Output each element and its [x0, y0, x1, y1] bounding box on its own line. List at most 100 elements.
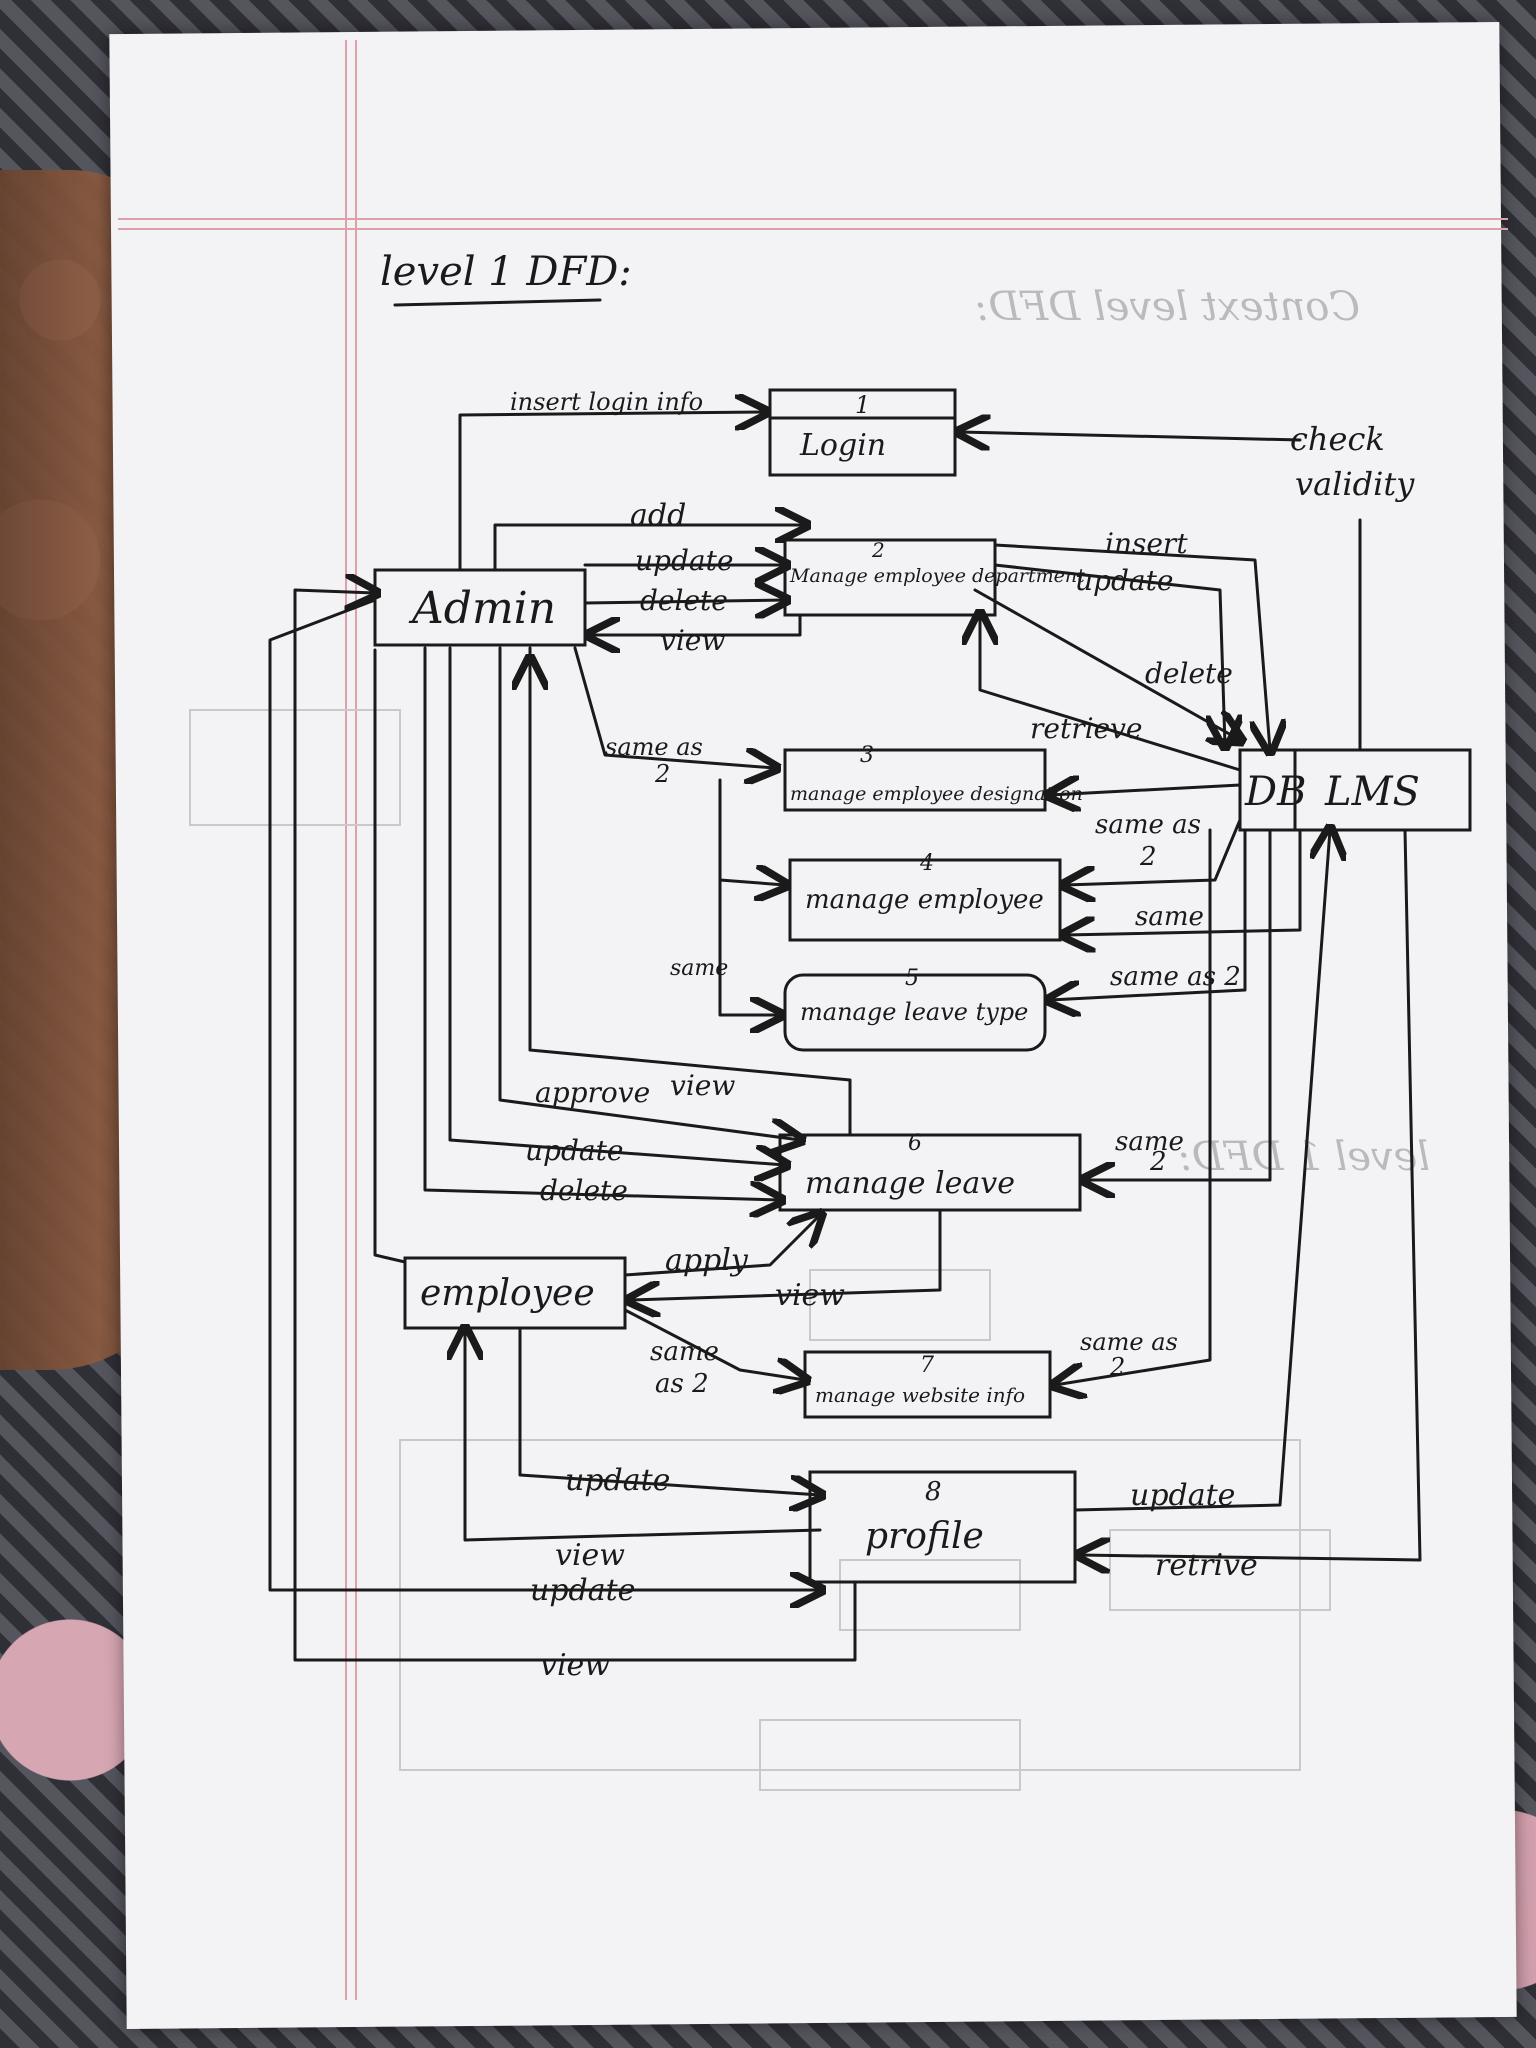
flow-label: view	[775, 1278, 845, 1313]
flow-label: 2	[1139, 842, 1157, 872]
flow-label: same	[1115, 1127, 1184, 1157]
flow-update-db8	[1073, 830, 1330, 1512]
flow-view	[590, 613, 802, 635]
datastore-name: LMS	[1324, 769, 1420, 815]
process-number: 5	[905, 966, 919, 991]
margin-rule	[345, 40, 347, 2000]
flow-label: update	[530, 1573, 635, 1608]
process-number: 6	[908, 1131, 922, 1156]
flow-label: delete	[1145, 657, 1233, 690]
process-number: 1	[855, 391, 870, 419]
flow-label: view	[670, 1069, 735, 1102]
flow-apply	[623, 1215, 820, 1277]
datastore-lms	[1238, 748, 1472, 832]
flow-label: same	[670, 956, 728, 981]
ghost-box	[399, 1439, 1301, 1771]
flow-label: view	[660, 624, 725, 657]
process-number: 2	[871, 538, 885, 562]
flow-db-website	[1055, 828, 1212, 1385]
process-label: profile	[865, 1516, 984, 1557]
flow-label: update	[635, 544, 733, 577]
header-rule	[118, 218, 1508, 220]
process-number: 8	[925, 1477, 942, 1507]
flow-add	[493, 525, 805, 572]
flow-label: 2	[654, 760, 670, 788]
flow-insert	[993, 543, 1270, 750]
flow-label: insert	[1105, 527, 1188, 560]
flow-delete-6	[423, 646, 780, 1200]
ghost-box	[759, 1719, 1021, 1791]
flow-view-8b	[293, 590, 857, 1662]
process-label: manage leave	[805, 1166, 1015, 1201]
flow-check-validity	[960, 432, 1362, 752]
flow-label: same as	[605, 733, 703, 761]
flow-label: same as	[1095, 810, 1201, 840]
ghost-box	[809, 1269, 991, 1341]
flow-label: add	[630, 498, 686, 533]
flow-insert-login	[458, 412, 765, 572]
flow-label: 2	[1149, 1147, 1167, 1177]
flow-view-6	[528, 646, 852, 1137]
flow-label: as 2	[655, 1369, 709, 1399]
flow-label: same as	[1080, 1328, 1178, 1356]
flow-label: retrieve	[1030, 712, 1143, 745]
flow-label: apply	[665, 1243, 749, 1278]
flow-label: update	[1130, 1478, 1235, 1513]
flow-label: same as 2	[1110, 962, 1241, 992]
flow-label: retrive	[1155, 1548, 1258, 1583]
flow-same	[718, 778, 780, 1015]
flow-label: check	[1290, 420, 1385, 458]
entity-admin-label: Admin	[408, 583, 556, 634]
flow-label: update	[565, 1463, 670, 1498]
flow-db-employee	[1065, 818, 1242, 885]
process-label: Manage employee department	[789, 565, 1085, 587]
flow-same-as-2	[573, 646, 775, 768]
flow-label: 2	[1109, 1353, 1125, 1381]
process-label: manage employee	[805, 885, 1044, 915]
flow-process4	[718, 880, 785, 885]
process-number: 4	[919, 851, 934, 876]
flow-update-8	[518, 1326, 820, 1495]
flow-db-designation	[1050, 785, 1242, 795]
flow-same-db	[1065, 828, 1302, 935]
process-label: Login	[799, 428, 886, 463]
flow-delete-db	[973, 588, 1240, 740]
process-number: 7	[920, 1353, 934, 1378]
flow-view-emp	[630, 1208, 942, 1300]
process-label: manage employee designation	[790, 783, 1083, 805]
entity-employee-label: employee	[420, 1273, 595, 1314]
flow-label: update	[525, 1134, 623, 1167]
flow-admin-employee	[373, 648, 407, 1264]
flow-view-8	[465, 1330, 822, 1542]
flow-label: approve	[535, 1076, 650, 1109]
title-underline	[393, 298, 602, 307]
flow-label: update	[1075, 564, 1173, 597]
flow-label: validity	[1295, 465, 1415, 503]
process-label: manage website info	[815, 1383, 1025, 1407]
ghost-context-title: Context level DFD:	[975, 284, 1360, 330]
flow-label: same	[1135, 902, 1204, 932]
flow-label: insert login info	[510, 388, 703, 416]
flow-label: delete	[640, 584, 728, 617]
flow-approve	[498, 646, 800, 1140]
flow-retrieve	[980, 615, 1242, 772]
process-profile	[808, 1470, 1077, 1584]
flow-label: view	[540, 1648, 610, 1683]
flow-update-8b	[268, 598, 820, 1590]
ghost-box	[839, 1559, 1021, 1631]
process-label: manage leave type	[800, 998, 1028, 1026]
flow-update-db	[993, 563, 1225, 745]
diagram-title: level 1 DFD:	[380, 249, 632, 295]
datastore-db: DB	[1244, 769, 1306, 815]
header-rule	[118, 228, 1508, 230]
flow-update-6	[448, 646, 785, 1165]
process-number: 3	[860, 743, 874, 768]
flow-label: delete	[540, 1174, 628, 1207]
flow-same-as-2-7	[623, 1308, 805, 1380]
flow-delete	[583, 600, 785, 603]
flow-db-leave-type	[1050, 828, 1247, 1000]
flow-retrieve-db8	[1080, 828, 1422, 1560]
margin-rule	[355, 40, 357, 2000]
flow-label: same	[650, 1337, 719, 1367]
